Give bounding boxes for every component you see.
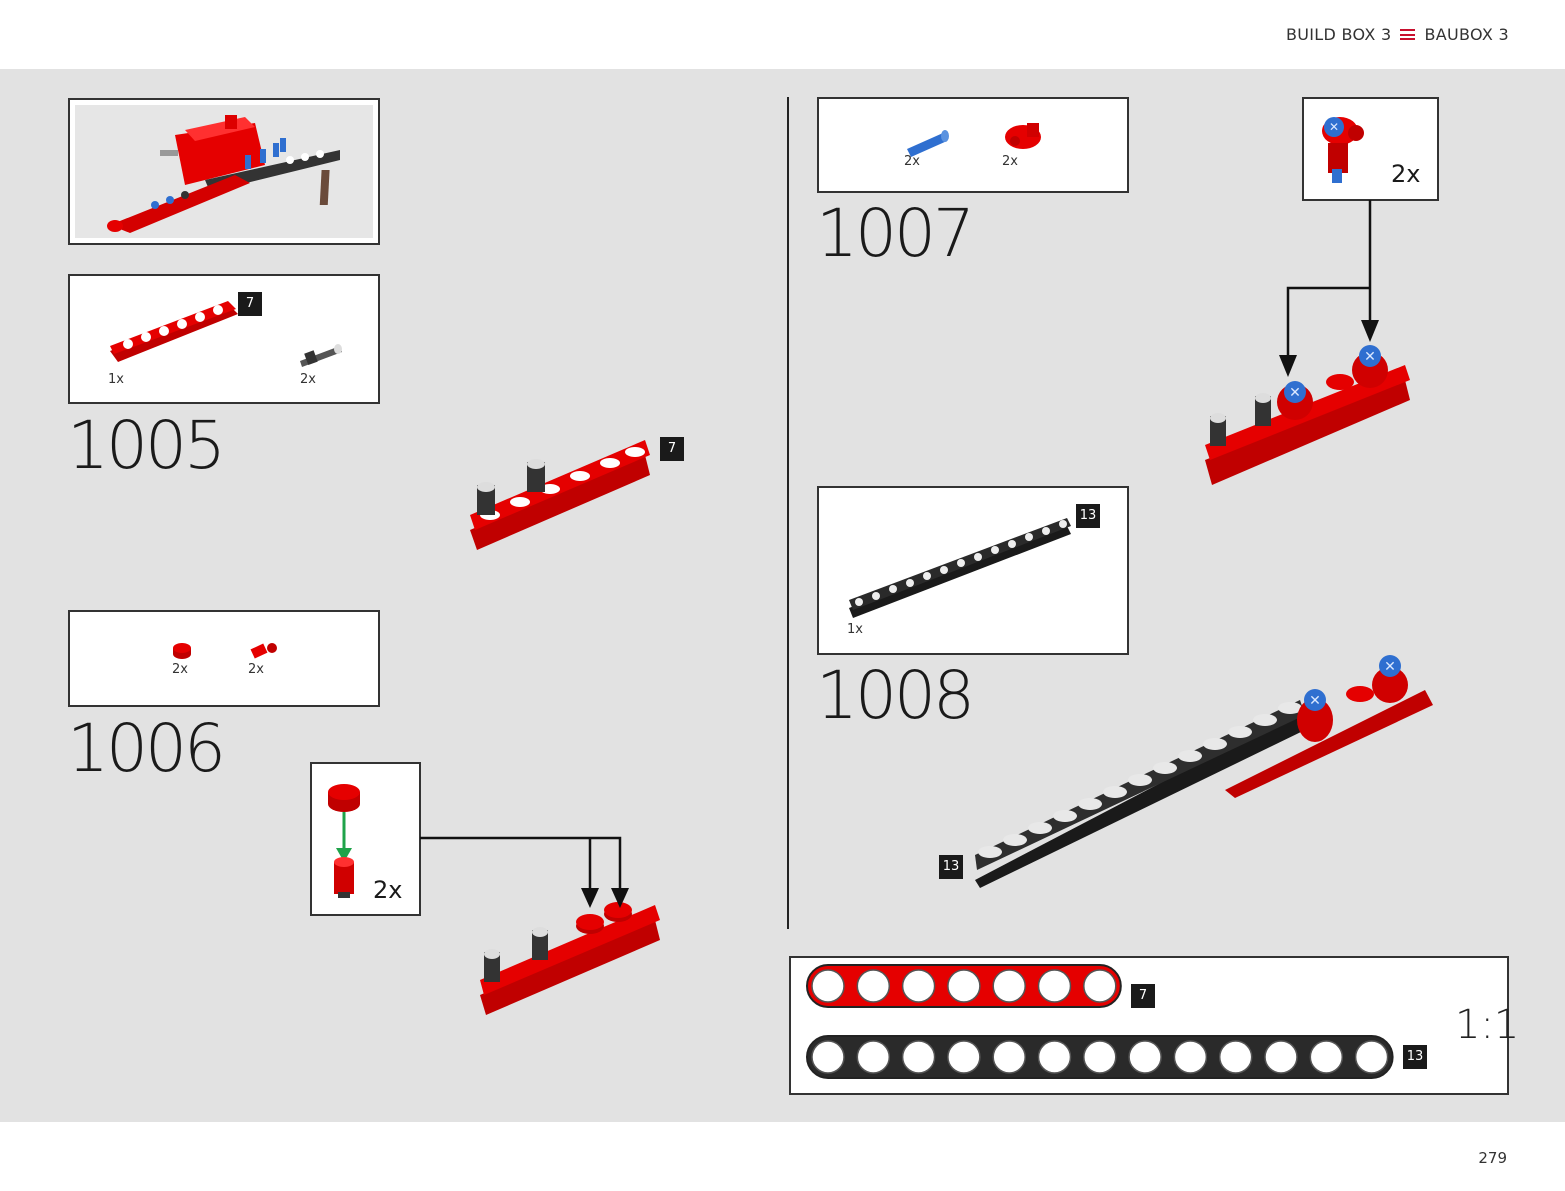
scale-badge-13: 13 [1403, 1045, 1427, 1069]
subassembly-qty-1007: 2x [1391, 160, 1421, 188]
step-1007-parts-box: 2x 2x [817, 97, 1129, 193]
beam-hole [1083, 969, 1117, 1003]
step-1008-parts-box: 1x 13 [817, 486, 1129, 655]
svg-text:✕: ✕ [1384, 659, 1396, 675]
beam-hole [1037, 969, 1072, 1003]
beam-hole [992, 969, 1026, 1003]
step-1007-subassembly-box: ✕ 2x [1302, 97, 1439, 201]
column-divider [787, 97, 789, 929]
step-1005-parts-box: 1x 2x 7 [68, 274, 380, 404]
beam-hole [1218, 1040, 1253, 1074]
step-1007-parts-image [907, 123, 1041, 157]
beam-hole [1264, 1040, 1298, 1074]
red-pin-connector-part [1005, 123, 1041, 149]
red-connector-part [250, 643, 277, 659]
build-box-label-de: BAUBOX 3 [1424, 25, 1509, 44]
step-number-1008: 1008 [816, 657, 975, 734]
step-1006-subassembly-image [328, 784, 360, 898]
red-beam-qty: 1x [108, 372, 124, 387]
black-beam-qty: 1x [847, 622, 863, 637]
step-number-1006: 1006 [67, 710, 226, 787]
step-1006-parts-box: 2x 2x [68, 610, 380, 707]
beam-hole [901, 1040, 936, 1074]
beam-hole [811, 969, 845, 1003]
beam-hole [901, 969, 936, 1003]
beam-length-badge: 7 [238, 292, 262, 316]
svg-text:✕: ✕ [1289, 385, 1301, 401]
step-1007-callout-arrows [1279, 200, 1379, 377]
result-length-badge-7: 7 [660, 437, 684, 461]
beam-hole [856, 969, 891, 1003]
beam-hole [947, 1040, 981, 1074]
svg-text:✕: ✕ [1329, 120, 1339, 134]
overview-model-image [107, 115, 340, 233]
black-pin-qty: 2x [300, 372, 316, 387]
round-plate-qty: 2x [172, 662, 188, 677]
beam-hole [1083, 1040, 1117, 1074]
step-1006-parts-image [173, 643, 277, 659]
scale-reference-beams [806, 964, 1394, 1079]
red-pin-connector-qty: 2x [1002, 154, 1018, 169]
step-1005-parts-image [110, 301, 342, 367]
red-round-plate-part [173, 643, 191, 659]
page-number: 279 [1478, 1149, 1507, 1167]
hamburger-icon [1400, 29, 1416, 40]
step-1006-callout-arrows [420, 836, 629, 908]
subassembly-qty-1006: 2x [373, 876, 403, 904]
beam-hole [1354, 1040, 1389, 1074]
beam-hole [1309, 1040, 1344, 1074]
beam-hole [1037, 1040, 1072, 1074]
result-length-badge-13: 13 [939, 855, 963, 879]
scale-label: 1:1 [1455, 1002, 1520, 1048]
beam-hole [1128, 1040, 1162, 1074]
step-1006-result-image [480, 902, 660, 1015]
step-number-1005: 1005 [67, 407, 226, 484]
red-beam-7-part [110, 301, 238, 362]
scale-badge-7: 7 [1131, 984, 1155, 1008]
step-1007-subassembly-image: ✕ [1322, 117, 1364, 183]
blue-axle-pin-part [907, 130, 949, 157]
svg-text:✕: ✕ [1364, 349, 1376, 365]
step-1008-result-image: ✕ ✕ [975, 655, 1433, 888]
page-footer: 279 [0, 1122, 1565, 1191]
step-1008-parts-image [849, 518, 1071, 618]
beam-hole [947, 969, 981, 1003]
step-1006-subassembly-box: 2x [310, 762, 421, 916]
page-header: BUILD BOX 3 BAUBOX 3 [0, 0, 1565, 69]
beam-hole [992, 1040, 1026, 1074]
beam-hole [811, 1040, 845, 1074]
svg-text:✕: ✕ [1309, 693, 1321, 709]
beam-hole [1173, 1040, 1208, 1074]
scale-reference-box: 7 13 1:1 [789, 956, 1519, 1095]
step-number-1007: 1007 [816, 195, 975, 272]
beam-hole [856, 1040, 891, 1074]
red-connector-qty: 2x [248, 662, 264, 677]
overview-box [68, 98, 380, 245]
step-1007-result-image: ✕ ✕ [1205, 345, 1410, 485]
overview-render [75, 105, 373, 238]
black-pin-part [300, 344, 342, 367]
build-box-title: BUILD BOX 3 BAUBOX 3 [1286, 25, 1509, 44]
black-beam-length-badge: 13 [1076, 504, 1100, 528]
build-box-label-en: BUILD BOX 3 [1285, 25, 1392, 44]
step-1005-result-image [470, 440, 650, 550]
blue-pin-qty: 2x [904, 154, 920, 169]
